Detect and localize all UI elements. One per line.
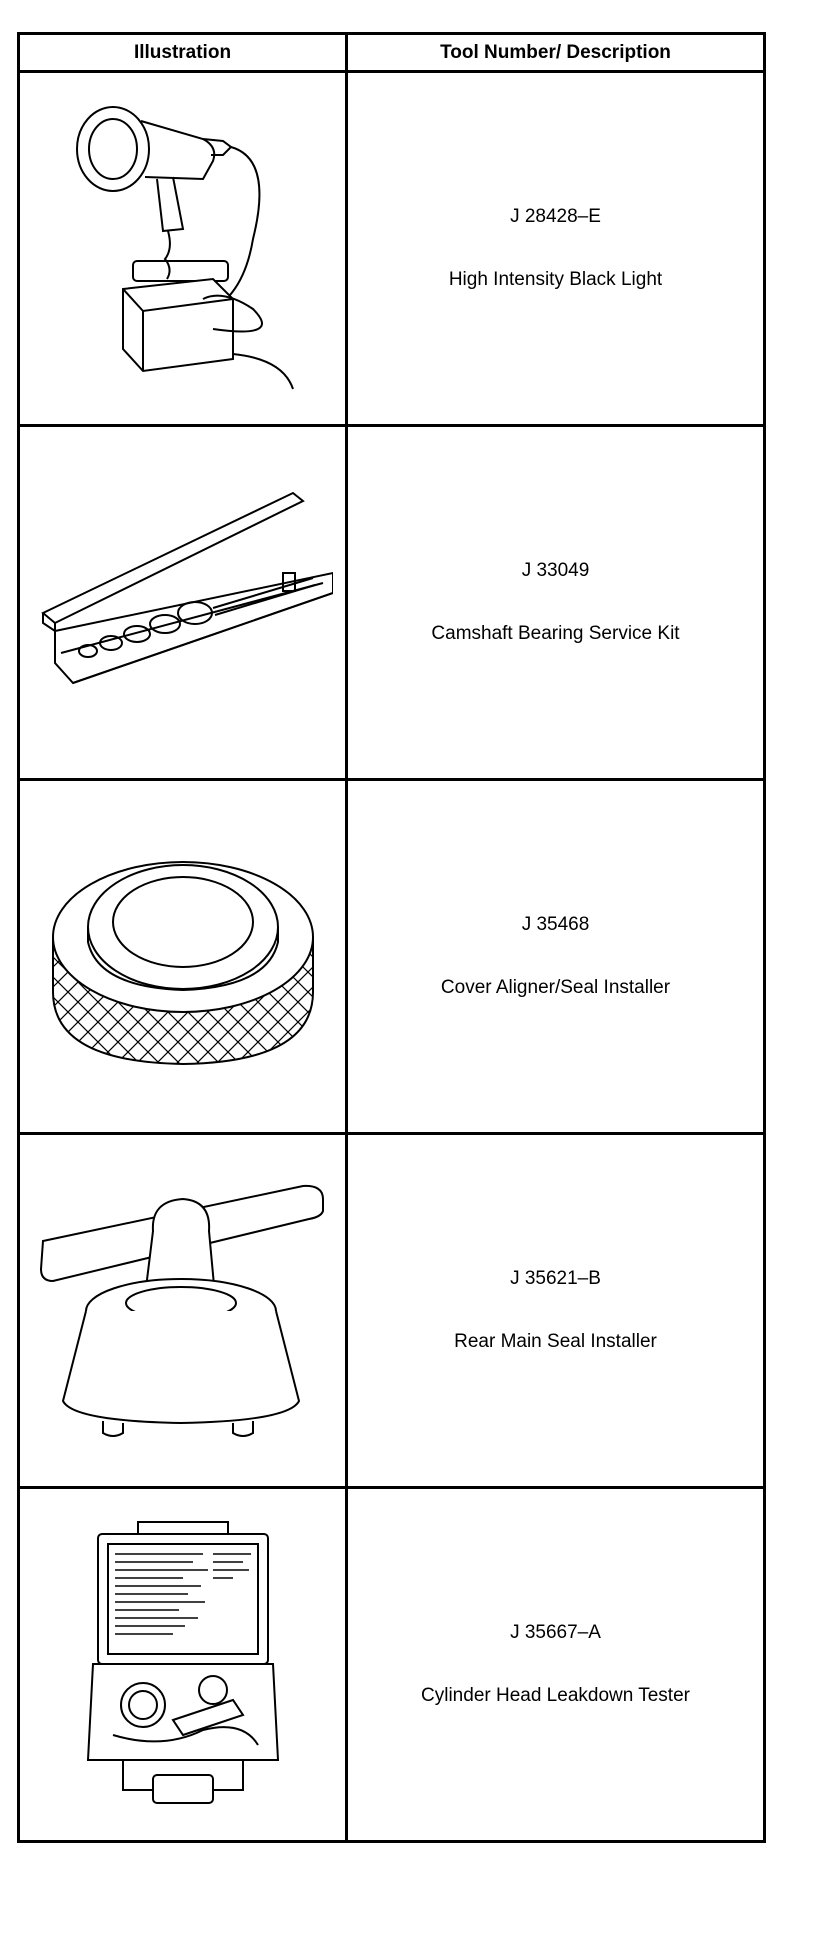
- tool-number: J 35468: [521, 913, 590, 935]
- table-row: J 35621–B Rear Main Seal Installer: [17, 1132, 766, 1489]
- tool-description: Cylinder Head Leakdown Tester: [421, 1684, 690, 1706]
- tools-table: Illustration Tool Number/ Description: [17, 32, 766, 1843]
- illustration-cell: [17, 70, 348, 427]
- illustration-cell: [17, 424, 348, 781]
- illustration-cell: [17, 778, 348, 1135]
- tool-number: J 33049: [521, 559, 590, 581]
- tool-number: J 35667–A: [510, 1621, 601, 1643]
- tool-number: J 28428–E: [510, 205, 601, 227]
- description-cell: J 35468 Cover Aligner/Seal Installer: [345, 778, 766, 1135]
- description-header: Tool Number/ Description: [345, 32, 766, 73]
- description-cell: J 35621–B Rear Main Seal Installer: [345, 1132, 766, 1489]
- tool-description: Cover Aligner/Seal Installer: [440, 976, 671, 998]
- tool-number: J 35621–B: [510, 1267, 601, 1289]
- leakdown-tester-icon: [83, 1520, 283, 1810]
- table-row: J 35667–A Cylinder Head Leakdown Tester: [17, 1486, 766, 1843]
- rear-seal-installer-icon: [33, 1171, 333, 1451]
- tool-description: High Intensity Black Light: [448, 268, 663, 290]
- tool-description: Camshaft Bearing Service Kit: [431, 622, 680, 644]
- table-row: J 33049 Camshaft Bearing Service Kit: [17, 424, 766, 781]
- table-row: J 35468 Cover Aligner/Seal Installer: [17, 778, 766, 1135]
- illustration-cell: [17, 1486, 348, 1843]
- seal-installer-icon: [38, 842, 328, 1072]
- black-light-icon: [53, 99, 313, 399]
- illustration-header: Illustration: [17, 32, 348, 73]
- tool-description: Rear Main Seal Installer: [454, 1330, 657, 1352]
- table-row: J 28428–E High Intensity Black Light: [17, 70, 766, 427]
- description-cell: J 33049 Camshaft Bearing Service Kit: [345, 424, 766, 781]
- header-row: Illustration Tool Number/ Description: [17, 32, 766, 73]
- description-cell: J 35667–A Cylinder Head Leakdown Tester: [345, 1486, 766, 1843]
- description-cell: J 28428–E High Intensity Black Light: [345, 70, 766, 427]
- bearing-kit-icon: [33, 483, 333, 723]
- illustration-cell: [17, 1132, 348, 1489]
